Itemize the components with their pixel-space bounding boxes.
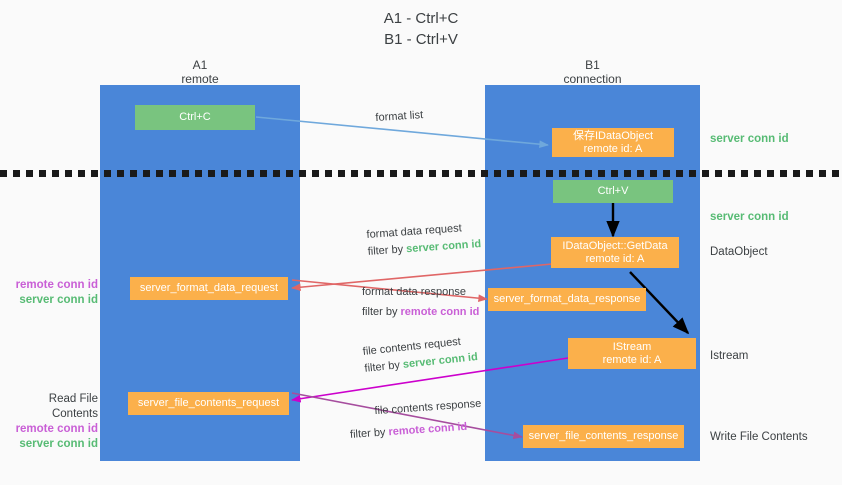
edge-label-format-data-response-line2: filter by remote conn id xyxy=(362,304,479,321)
edge-label-format-data-response: format data response filter by remote co… xyxy=(362,284,479,321)
filter-prefix-1: filter by xyxy=(367,243,407,258)
left-label-group-1: remote conn id server conn id xyxy=(10,278,98,308)
label-server-conn-id-1: server conn id xyxy=(19,294,98,306)
edge-label-format-list-line1: format list xyxy=(375,109,424,124)
box-save-idataobject[interactable]: 保存IDataObject remote id: A xyxy=(552,128,674,157)
box-ctrl-c[interactable]: Ctrl+C xyxy=(135,105,255,130)
dashed-separator-line xyxy=(0,170,842,177)
box-server-format-data-request[interactable]: server_format_data_request xyxy=(130,277,288,300)
label-dataobject: DataObject xyxy=(710,246,768,258)
label-server-conn-id-2: server conn id xyxy=(19,438,98,450)
filter-prefix-3: filter by xyxy=(363,358,404,375)
column-header-b1: B1 connection xyxy=(563,58,622,86)
box-server-file-contents-request[interactable]: server_file_contents_request xyxy=(128,392,289,415)
label-istream: Istream xyxy=(710,350,749,362)
box-istream[interactable]: IStream remote id: A xyxy=(568,338,696,369)
edge-label-format-list: format list xyxy=(375,107,424,127)
box-ctrl-v[interactable]: Ctrl+V xyxy=(553,180,673,203)
box-server-format-data-response[interactable]: server_format_data_response xyxy=(488,288,646,311)
edge-label-file-contents-response: file contents response filter by remote … xyxy=(348,396,483,444)
edge-label-file-contents-response-line2: filter by remote conn id xyxy=(350,418,484,444)
edge-label-file-contents-request: file contents request filter by server c… xyxy=(362,332,479,378)
left-label-group-2: Read File Contents remote conn id server… xyxy=(6,392,98,452)
label-server-conn-id-top: server conn id xyxy=(710,133,789,145)
box-server-file-contents-response[interactable]: server_file_contents_response xyxy=(523,425,684,448)
edge-label-file-contents-response-line1: file contents response xyxy=(374,397,482,418)
filter-prefix-4: filter by xyxy=(349,426,389,441)
label-read-file-contents: Read File Contents xyxy=(48,393,98,420)
filter-value-2: remote conn id xyxy=(400,306,480,318)
label-remote-conn-id-2: remote conn id xyxy=(15,423,98,435)
filter-prefix-2: filter by xyxy=(362,306,401,318)
label-remote-conn-id-1: remote conn id xyxy=(15,279,98,291)
filter-value-4: remote conn id xyxy=(388,420,468,439)
column-header-a1: A1 remote xyxy=(181,58,219,86)
filter-value-1: server conn id xyxy=(405,238,482,256)
edge-label-format-data-request: format data request filter by server con… xyxy=(366,219,482,261)
box-idataobject-getdata[interactable]: IDataObject::GetData remote id: A xyxy=(551,237,679,268)
label-write-file-contents: Write File Contents xyxy=(710,431,808,443)
edge-label-format-data-response-line1: format data response xyxy=(362,286,466,298)
diagram-title: A1 - Ctrl+C B1 - Ctrl+V xyxy=(383,10,459,48)
label-server-conn-id-mid: server conn id xyxy=(710,211,789,223)
